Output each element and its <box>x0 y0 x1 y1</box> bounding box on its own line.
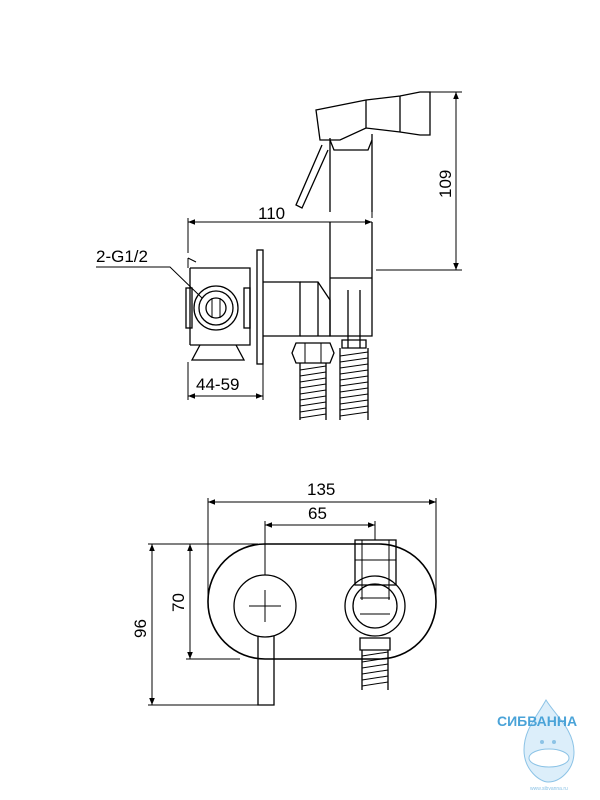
dimension-44-59: 44-59 <box>187 362 264 400</box>
hand-shower <box>295 91 431 279</box>
dim-135-label: 135 <box>307 480 335 499</box>
brand-name: СИБВАННА <box>497 713 577 729</box>
dimension-110: 110 <box>187 204 373 253</box>
dim-44-59-label: 44-59 <box>196 375 239 394</box>
dim-109-label: 109 <box>436 170 455 198</box>
bathtub-icon <box>528 748 570 768</box>
thread-callout: 2-G1/2 <box>96 247 203 299</box>
dimension-96: 96 <box>131 543 258 706</box>
watermark-logo: СИБВАННА www.sibvanna.ru <box>497 699 577 792</box>
hex-nut <box>291 342 335 364</box>
outlet-connector <box>263 281 331 337</box>
dim-96-label: 96 <box>131 619 150 638</box>
dimension-65: 65 <box>264 504 376 575</box>
front-hose <box>359 637 391 690</box>
dim-65-label: 65 <box>308 504 327 523</box>
wall-plate <box>256 249 264 365</box>
dimension-70: 70 <box>169 543 240 660</box>
hose-left <box>299 363 327 420</box>
valve-body <box>185 257 251 361</box>
front-view: 135 65 96 70 <box>131 480 437 706</box>
brand-url: www.sibvanna.ru <box>530 786 568 792</box>
cover-plate <box>207 543 437 660</box>
mixer-knob <box>233 574 297 706</box>
shower-outlet <box>344 539 406 637</box>
dim-70-label: 70 <box>169 593 188 612</box>
dim-110-label: 110 <box>258 204 285 223</box>
side-view: 110 109 44-59 2-G1/2 <box>96 91 462 420</box>
dimension-135: 135 <box>207 480 437 600</box>
thread-label: 2-G1/2 <box>96 247 148 266</box>
hose-right <box>339 290 369 420</box>
hand-shower-holder <box>329 278 373 337</box>
dimension-109: 109 <box>376 91 462 271</box>
